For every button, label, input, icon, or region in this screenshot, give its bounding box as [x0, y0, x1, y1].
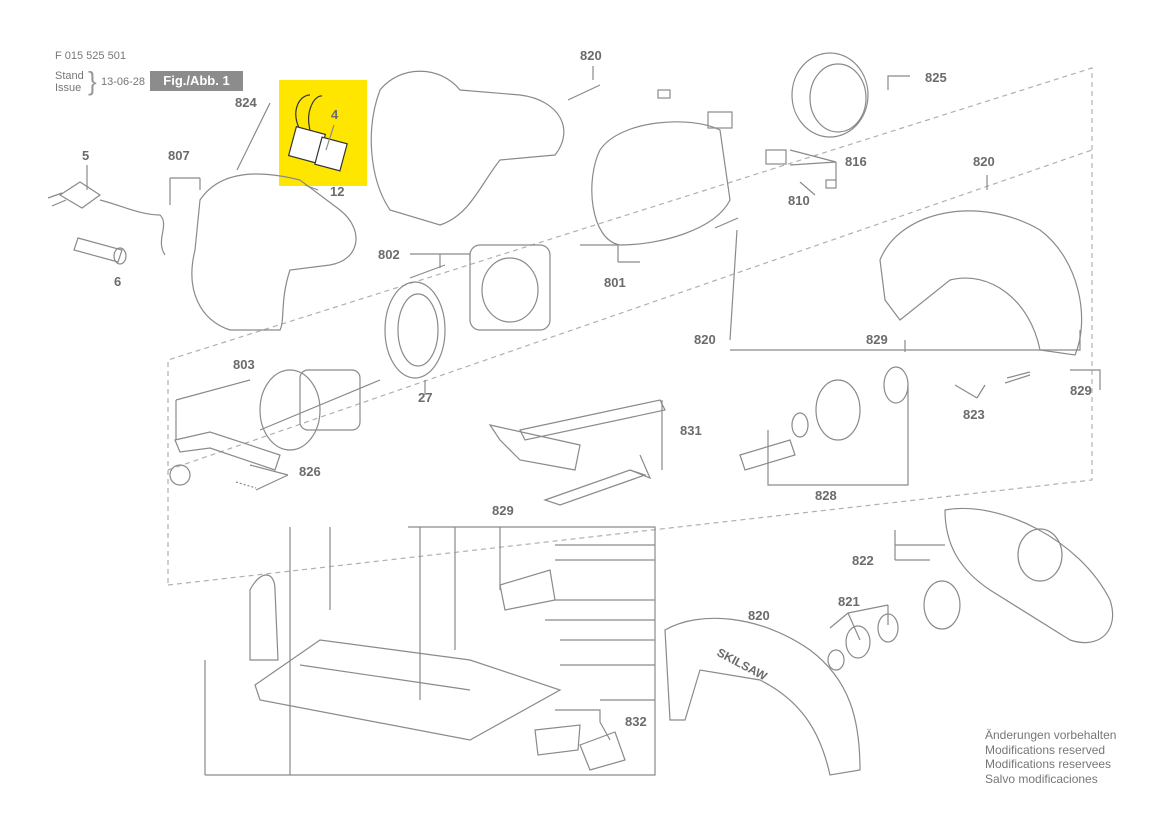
- label-828: 828: [815, 488, 837, 503]
- note-de: Änderungen vorbehalten: [985, 728, 1117, 742]
- dashed-diagonal: [167, 149, 1093, 471]
- label-801: 801: [604, 275, 626, 290]
- dashed-boundary: [167, 67, 1093, 586]
- modification-notes: Änderungen vorbehalten Modifications res…: [985, 728, 1116, 786]
- label-820-right: 820: [973, 154, 995, 169]
- label-829-mid: 829: [866, 332, 888, 347]
- label-820-bottom: 820: [748, 608, 770, 623]
- note-fr: Modifications reservees: [985, 757, 1112, 771]
- handle-grip: [73, 237, 127, 265]
- motor-housing-cover: [370, 70, 565, 226]
- label-825: 825: [925, 70, 947, 85]
- carbon-brush-set: [287, 94, 348, 172]
- brace-glyph: }: [88, 66, 97, 96]
- label-802: 802: [378, 247, 400, 262]
- label-822: 822: [852, 553, 874, 568]
- power-cord: [47, 181, 166, 256]
- guard-hub: [1017, 528, 1063, 582]
- figure-label: Fig./Abb. 1: [150, 71, 243, 91]
- brand-text: SKILSAW: [715, 645, 770, 683]
- upper-blade-guard: [879, 210, 1083, 356]
- fasteners: [409, 84, 1031, 379]
- end-cap: [791, 52, 869, 138]
- label-810: 810: [788, 193, 810, 208]
- label-821: 821: [838, 594, 860, 609]
- leader-lines: [86, 66, 1101, 776]
- motor-housing: [591, 121, 731, 246]
- armature: [259, 369, 381, 451]
- label-807: 807: [168, 148, 190, 163]
- label-820-top: 820: [580, 48, 602, 63]
- stand-issue-labels: Stand Issue: [55, 70, 84, 94]
- label-6: 6: [114, 274, 122, 289]
- issue-date: 13-06-28: [101, 76, 146, 88]
- label-816: 816: [845, 154, 867, 169]
- base-plate: [254, 639, 562, 741]
- label-803: 803: [233, 357, 255, 372]
- label-4: 4: [331, 107, 339, 122]
- label-829-bottom: 829: [492, 503, 514, 518]
- spindle-lock: [169, 431, 281, 489]
- document-number: F 015 525 501: [55, 50, 126, 62]
- label-27: 27: [418, 390, 433, 405]
- issue-label: Issue: [55, 82, 82, 94]
- field-coil: [469, 244, 551, 331]
- fan-baffle: [384, 281, 446, 379]
- flange-assembly: [739, 366, 909, 471]
- label-826: 826: [299, 464, 321, 479]
- depth-lever: [499, 569, 556, 611]
- label-824: 824: [235, 95, 257, 110]
- label-831: 831: [680, 423, 702, 438]
- label-5: 5: [82, 148, 90, 163]
- rip-fence: [488, 399, 666, 506]
- base-slot: [299, 664, 471, 691]
- clamp-pad: [579, 731, 626, 771]
- label-829-right: 829: [1070, 383, 1092, 398]
- highlighted-part-area: [279, 80, 367, 186]
- label-820-mid: 820: [694, 332, 716, 347]
- label-823: 823: [963, 407, 985, 422]
- note-es: Salvo modificaciones: [985, 771, 1098, 786]
- label-12: 12: [330, 184, 345, 199]
- lower-blade-guard: [944, 507, 1114, 644]
- bevel-bracket: [249, 574, 279, 661]
- note-en: Modifications reserved: [985, 742, 1106, 757]
- stand-label: Stand: [55, 70, 84, 82]
- clamp-lever: [534, 724, 581, 756]
- label-832: 832: [625, 714, 647, 729]
- handle-housing: [191, 173, 357, 331]
- lower-guard-skilsaw: [664, 617, 861, 776]
